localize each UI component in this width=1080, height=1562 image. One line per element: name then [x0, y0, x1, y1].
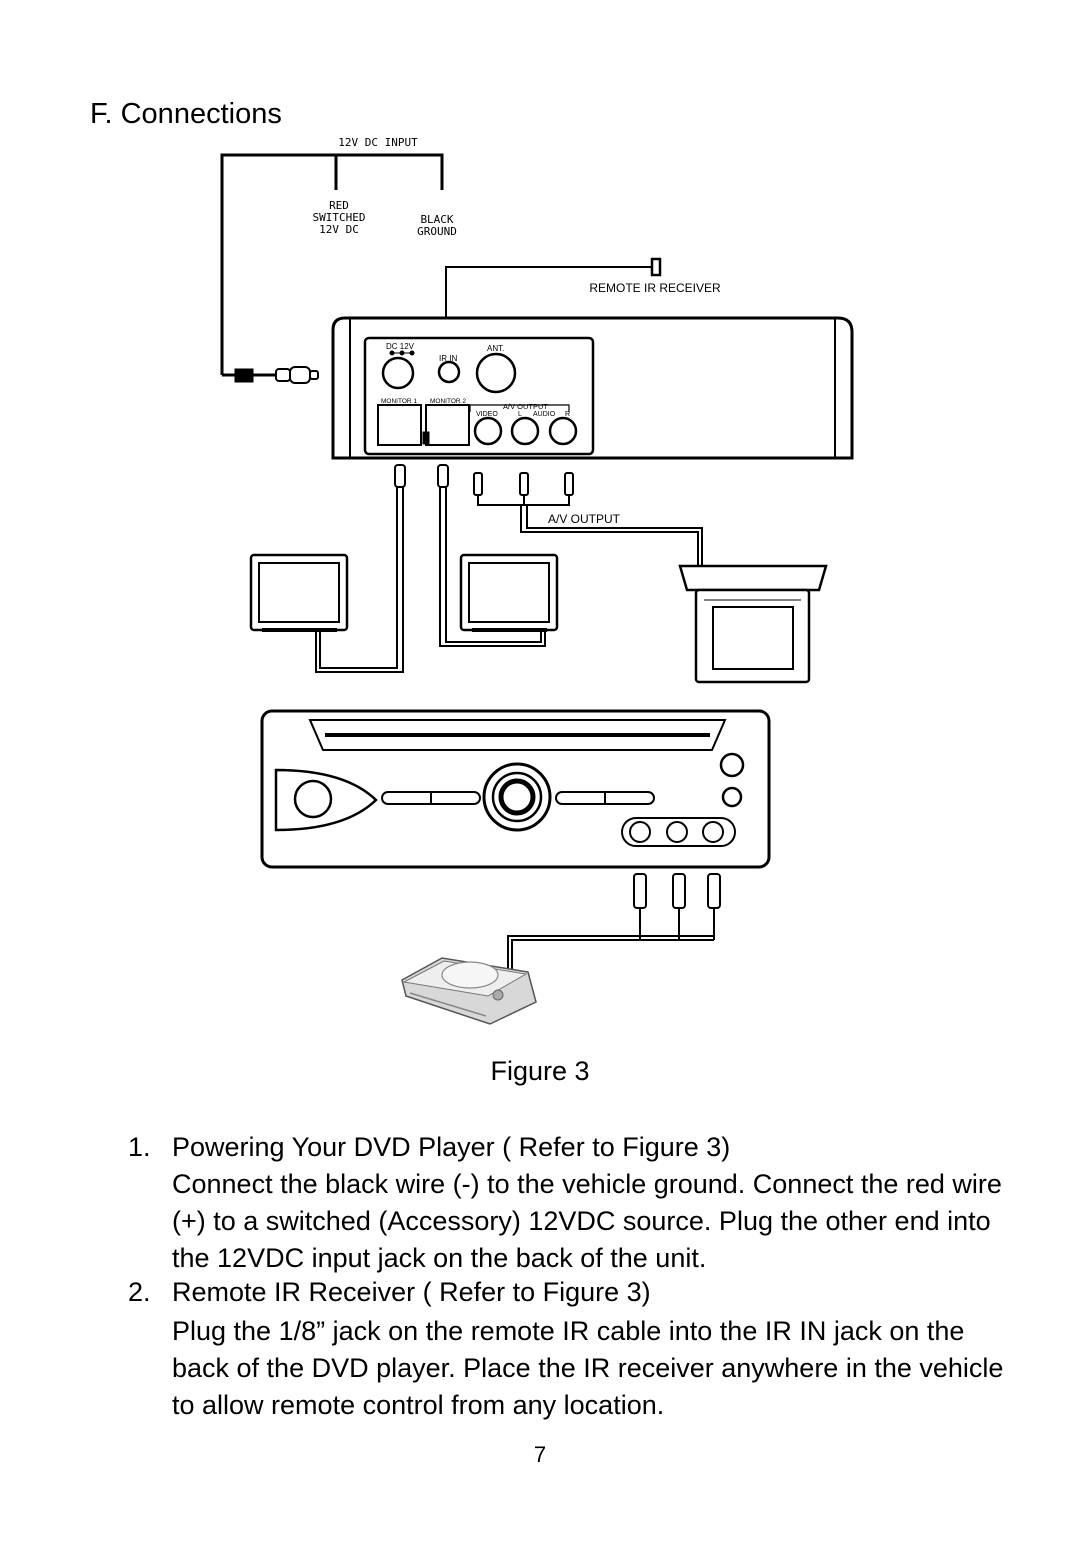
- jack-ant-label: ANT.: [487, 344, 504, 353]
- remote-ir-label: REMOTE IR RECEIVER: [589, 281, 721, 295]
- jack-ir-label: IR IN: [439, 354, 457, 363]
- power-cable: [220, 153, 444, 384]
- black-wire-label-1: BLACK: [420, 213, 453, 226]
- jack-av-output-label: A/V OUTPUT: [503, 402, 548, 411]
- item-1-heading: 1. Powering Your DVD Player ( Refer to Fi…: [128, 1132, 730, 1163]
- section-title: F. Connections: [90, 98, 282, 130]
- item-2-number: 2.: [128, 1277, 151, 1307]
- av-output-label: A/V OUTPUT: [548, 512, 621, 526]
- item-1-number: 1.: [128, 1132, 151, 1162]
- jack-audio-label: AUDIO: [533, 411, 556, 418]
- game-console: [401, 957, 537, 1025]
- monitor-cables: [315, 464, 546, 673]
- monitor-2: [459, 553, 559, 632]
- dvd-unit-rear: [331, 316, 854, 460]
- figure-caption: Figure 3: [490, 1056, 590, 1086]
- item-2-heading: 2. Remote IR Receiver ( Refer to Figure 3…: [128, 1277, 651, 1308]
- dc-input-label: 12V DC INPUT: [338, 136, 418, 149]
- monitor-1: [249, 553, 349, 632]
- jack-video-label: VIDEO: [476, 411, 498, 418]
- front-av-cables: [507, 873, 721, 985]
- red-wire-label-3: 12V DC: [319, 223, 359, 236]
- jack-r-label: R: [565, 411, 570, 418]
- connections-diagram: 12V DC INPUT RED SWITCHED 12V DC BLACK G…: [220, 136, 854, 1025]
- jack-monitor2-label: MONITOR 2: [430, 398, 466, 405]
- black-wire-label-2: GROUND: [417, 225, 457, 238]
- page-number: 7: [533, 1442, 547, 1467]
- item-2-title: Remote IR Receiver ( Refer to Figure 3): [172, 1277, 651, 1307]
- item-1-title: Powering Your DVD Player ( Refer to Figu…: [172, 1132, 731, 1162]
- jack-dc-label: DC 12V: [386, 342, 415, 351]
- red-wire-label-1: RED: [329, 199, 349, 212]
- dvd-unit-front: [260, 709, 771, 869]
- av-output-cables: [473, 472, 703, 566]
- item-1-body: Connect the black wire (-) to the vehicl…: [172, 1169, 1002, 1273]
- red-wire-label-2: SWITCHED: [313, 211, 366, 224]
- jack-monitor1-label: MONITOR 1: [381, 398, 417, 405]
- ceiling-monitor: [678, 564, 828, 684]
- jack-l-label: L: [518, 411, 522, 418]
- item-2-body: Plug the 1/8” jack on the remote IR cabl…: [172, 1316, 1004, 1420]
